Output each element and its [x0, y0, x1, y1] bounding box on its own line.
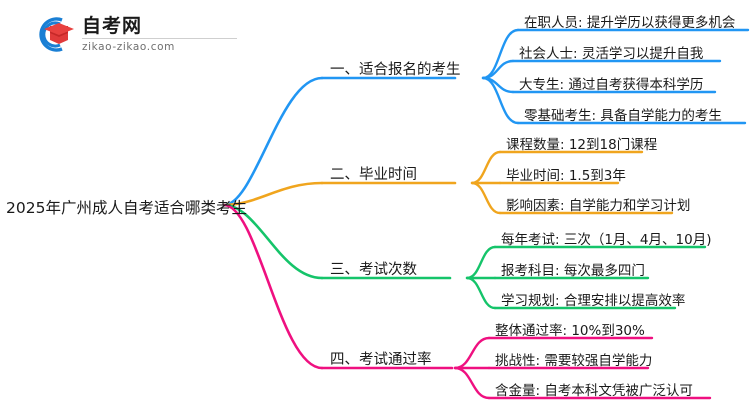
- graduation-cap-icon: [30, 13, 76, 55]
- leaf-node-3-1[interactable]: 每年考试: 三次（1月、4月、10月): [501, 232, 712, 248]
- link-root-branch-4: [222, 203, 324, 370]
- leaf-node-2-3[interactable]: 影响因素: 自学能力和学习计划: [506, 198, 691, 214]
- link-root-branch-1: [222, 76, 324, 207]
- leaf-node-4-1[interactable]: 整体通过率: 10%到30%: [495, 323, 645, 339]
- link-branch-3-leaf-1: [465, 245, 497, 280]
- link-branch-3-leaf-3: [465, 276, 497, 310]
- logo-divider: [82, 37, 237, 39]
- leaf-node-1-2[interactable]: 社会人士: 灵活学习以提升自我: [519, 46, 704, 62]
- leaf-node-1-3[interactable]: 大专生: 通过自考获得本科学历: [519, 77, 704, 93]
- leaf-node-2-2[interactable]: 毕业时间: 1.5到3年: [506, 168, 626, 184]
- branch-node-3[interactable]: 三、考试次数: [330, 262, 417, 278]
- logo-site-name: 自考网: [82, 14, 143, 37]
- leaf-node-3-3[interactable]: 学习规划: 合理安排以提高效率: [501, 293, 686, 309]
- link-root-branch-2: [222, 181, 324, 207]
- branch-node-1[interactable]: 一、适合报名的考生: [330, 62, 461, 78]
- link-branch-2-leaf-1: [470, 150, 502, 185]
- leaf-node-1-1[interactable]: 在职人员: 提升学历以获得更多机会: [524, 15, 736, 31]
- link-branch-4-leaf-3: [453, 366, 491, 400]
- site-logo[interactable]: 自考网 zikao-zikao.com: [30, 12, 237, 56]
- leaf-node-2-1[interactable]: 课程数量: 12到18门课程: [506, 137, 658, 153]
- branch-node-2[interactable]: 二、毕业时间: [330, 167, 417, 183]
- link-branch-2-leaf-3: [470, 181, 502, 215]
- branch-node-4[interactable]: 四、考试通过率: [330, 352, 432, 368]
- link-branch-1-leaf-1: [481, 28, 520, 80]
- logo-site-url: zikao-zikao.com: [82, 40, 175, 53]
- link-branch-1-leaf-4: [481, 76, 520, 125]
- link-root-branch-3: [222, 203, 324, 280]
- leaf-node-4-2[interactable]: 挑战性: 需要较强自学能力: [495, 353, 653, 369]
- leaf-node-3-2[interactable]: 报考科目: 每次最多四门: [501, 263, 645, 279]
- mindmap-root-node[interactable]: 2025年广州成人自考适合哪类考生: [6, 199, 247, 217]
- logo-text-block: 自考网 zikao-zikao.com: [82, 16, 237, 53]
- link-branch-4-leaf-1: [453, 336, 491, 370]
- leaf-node-1-4[interactable]: 零基础考生: 具备自学能力的考生: [524, 108, 722, 124]
- leaf-node-4-3[interactable]: 含金量: 自考本科文凭被广泛认可: [495, 383, 693, 399]
